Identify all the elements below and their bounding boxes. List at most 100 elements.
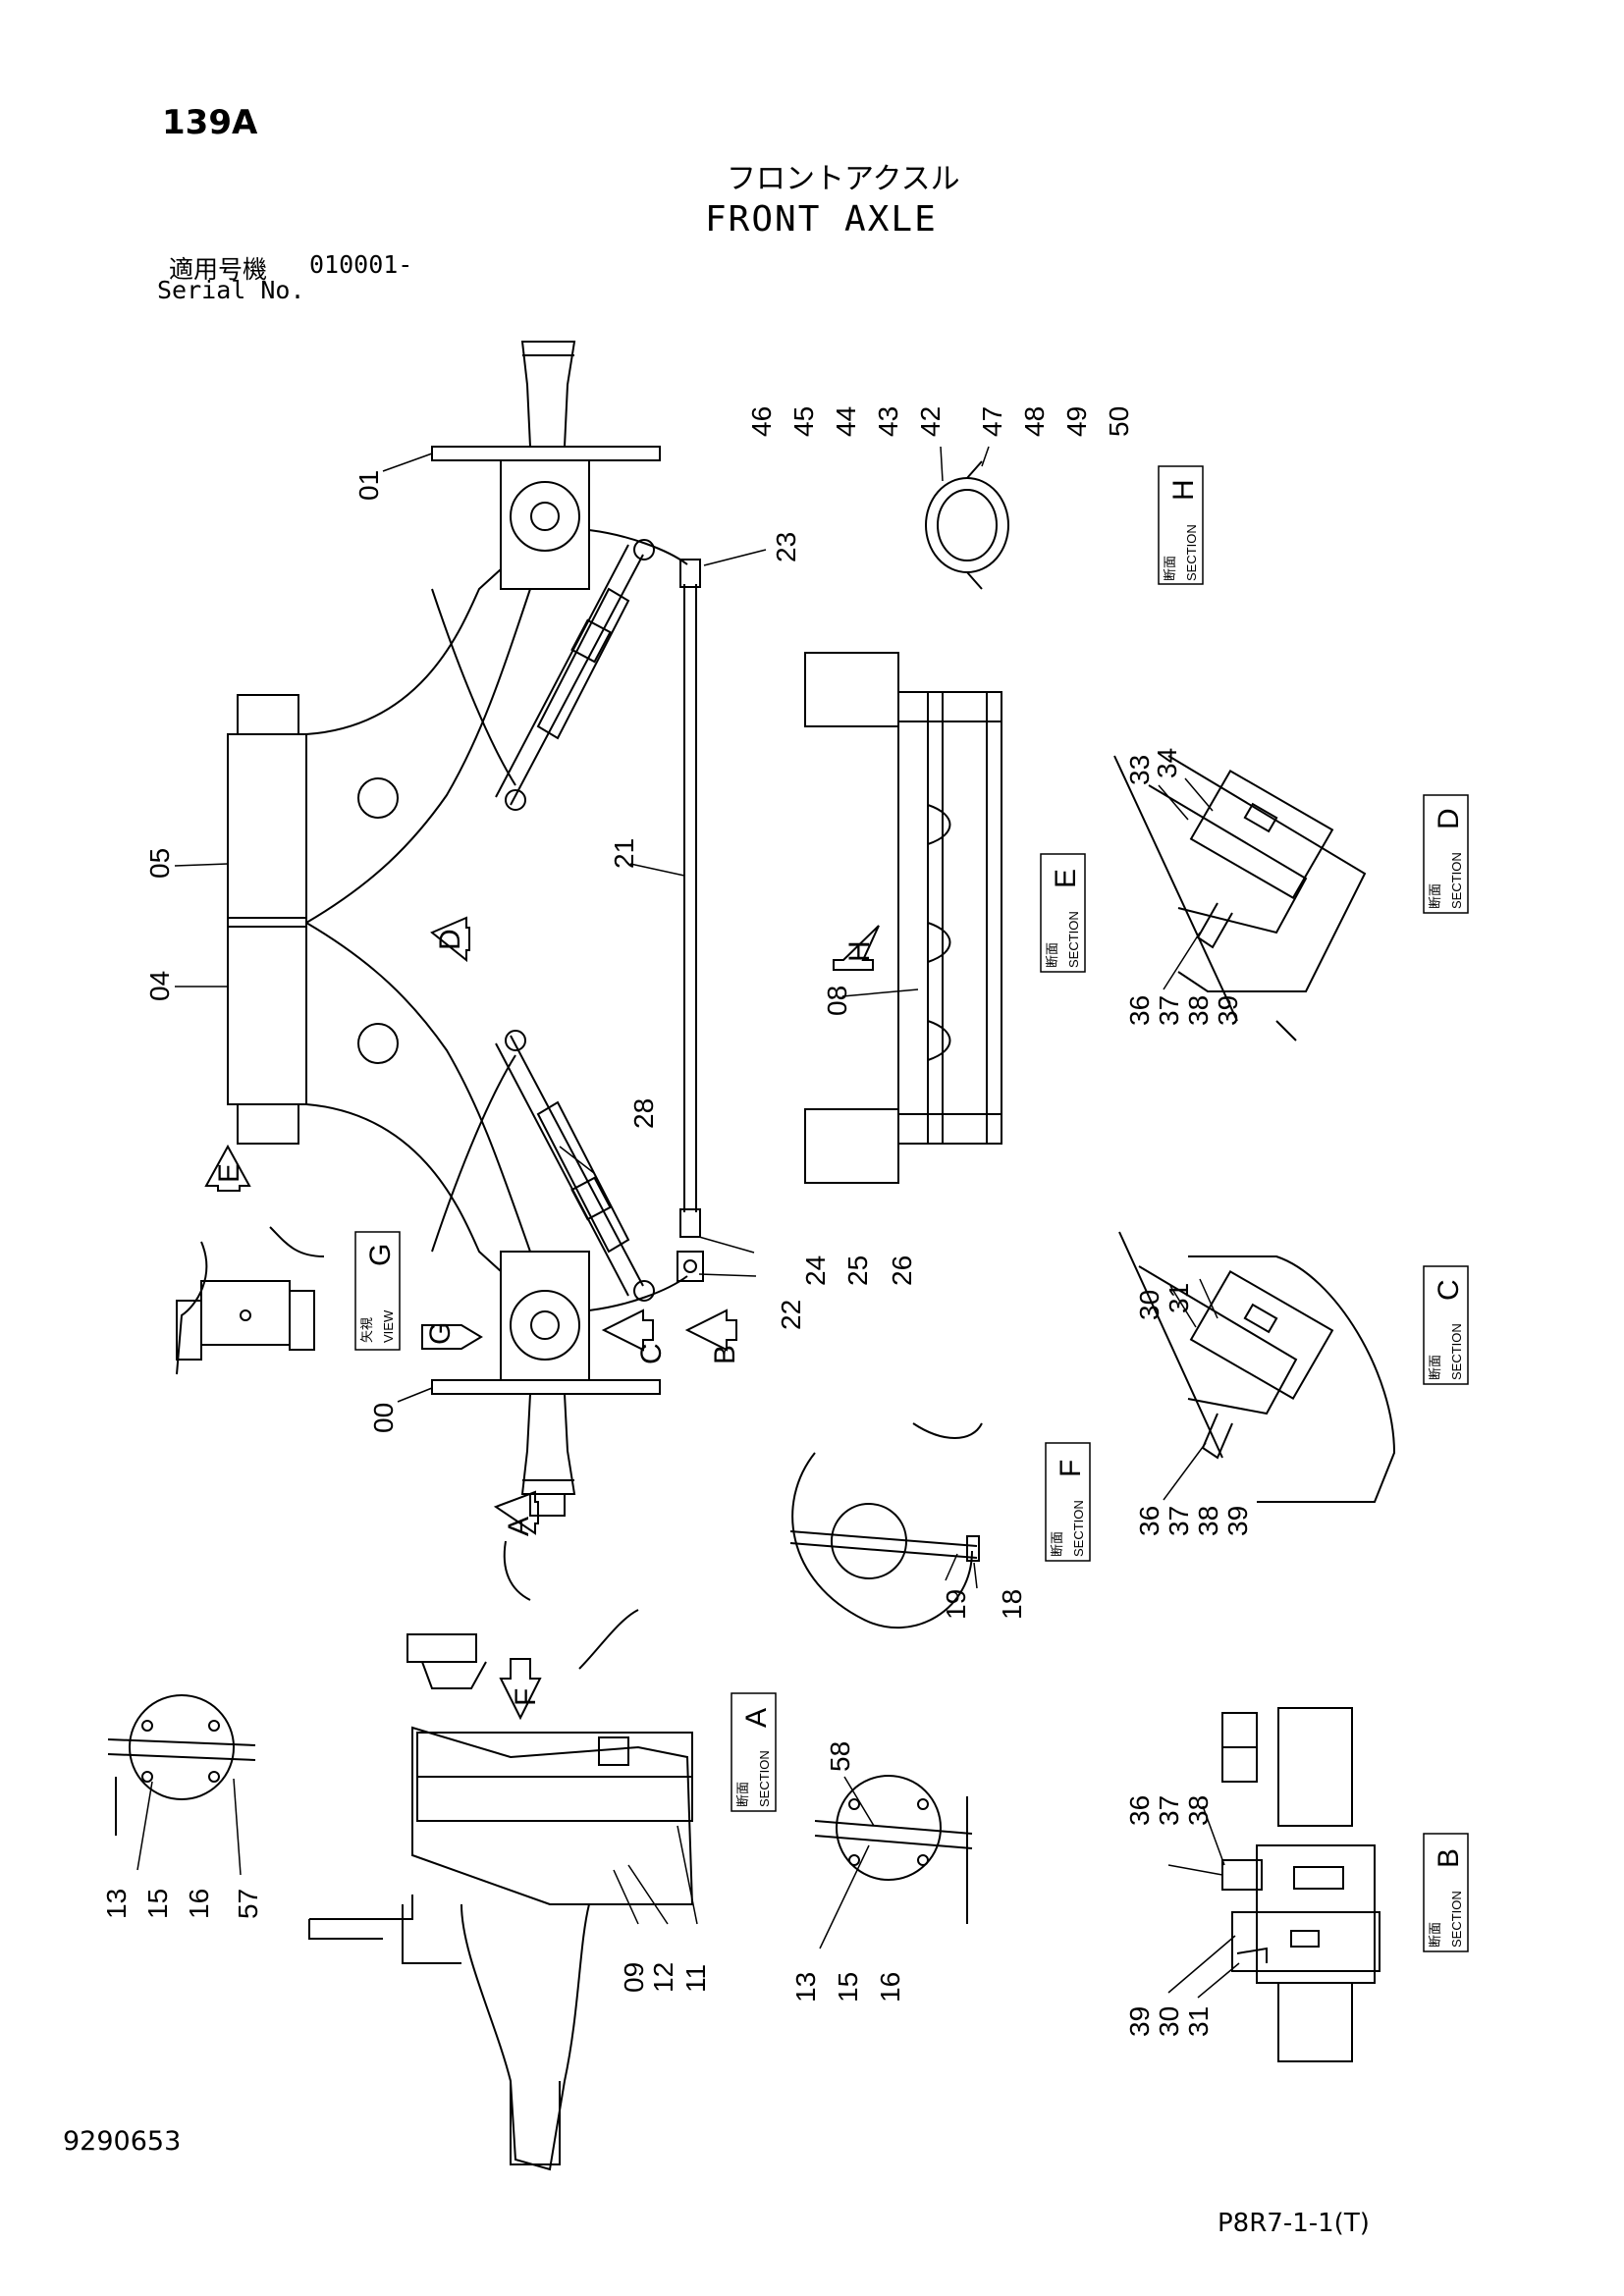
callout-15: 15 [833,1972,863,2002]
arrow-letter-e: E [213,1163,245,1183]
arrow-letters: D E G C B H A F [213,929,876,1706]
arrow-icon [499,1658,542,1721]
callout-36: 36 [1124,1795,1155,1826]
marker-boxes [354,465,1469,1952]
callout-48: 48 [1019,406,1050,437]
callout-23: 23 [771,532,801,562]
arrow-letter-d: D [434,929,466,950]
callout-46: 46 [746,406,777,437]
section-c-drawing [1118,1231,1396,1503]
section-d-drawing [1113,755,1367,1041]
callout-37: 37 [1164,1506,1194,1536]
section-f-en: SECTION [1071,1500,1086,1557]
arrow-icon [833,925,880,971]
section-c-en: SECTION [1449,1323,1464,1380]
callout-08: 08 [822,986,852,1016]
callout-38: 38 [1183,995,1214,1026]
view-g-jp: 矢視 [359,1317,374,1343]
callout-42: 42 [915,406,946,437]
section-a-jp: 断面 [735,1782,750,1807]
section-d-en: SECTION [1449,852,1464,909]
arrow-letter-b: B [709,1345,741,1364]
section-h-en: SECTION [1184,524,1199,581]
callout-13: 13 [790,1972,821,2002]
section-h-drawing [925,460,1009,590]
section-e-jp: 断面 [1045,942,1059,968]
callout-43: 43 [873,406,903,437]
arrow-letter-f: F [510,1688,542,1706]
callout-21: 21 [609,838,639,869]
section-a-cover-right [814,1775,973,1924]
arrow-icon [493,1490,539,1535]
drawing-number: 9290653 [63,2126,182,2157]
callout-18: 18 [997,1589,1027,1620]
section-a-drawing [308,1540,694,2171]
callout-38: 38 [1183,1795,1214,1826]
arrow-icon [684,1308,737,1352]
section-b-letter: B [1433,1848,1465,1868]
callout-58: 58 [825,1741,855,1772]
leader-lines [136,446,1240,1999]
callout-31: 31 [1164,1283,1194,1313]
callout-26: 26 [887,1255,917,1286]
callout-01: 01 [353,470,384,501]
callout-39: 39 [1124,2006,1155,2037]
serial-value: 010001- [309,250,413,279]
callout-05: 05 [144,848,175,879]
callout-15: 15 [142,1889,173,1919]
callout-38: 38 [1193,1506,1223,1536]
section-f-jp: 断面 [1050,1531,1064,1557]
section-e-en: SECTION [1066,911,1081,968]
callout-00: 00 [368,1403,399,1433]
title-japanese: フロントアクスル [727,162,960,196]
callout-16: 16 [184,1889,214,1919]
callout-50: 50 [1104,406,1134,437]
arrow-icon [204,1144,251,1192]
section-b-en: SECTION [1449,1891,1464,1948]
section-e-drawing [804,652,1002,1184]
callout-19: 19 [941,1589,971,1620]
callout-37: 37 [1154,1795,1184,1826]
callout-39: 39 [1213,995,1243,1026]
callout-34: 34 [1152,748,1182,778]
section-e-letter: E [1050,869,1082,888]
section-f-drawing [789,1422,983,1629]
view-g-letter: G [364,1244,397,1266]
callout-numbers: 01 00 05 04 21 28 23 22 24 25 26 08 46 4… [101,406,1253,2037]
section-b-drawing [1221,1707,1380,2062]
callout-28: 28 [628,1098,659,1129]
callout-47: 47 [977,406,1007,437]
callout-39: 39 [1222,1506,1253,1536]
callout-33: 33 [1124,755,1155,785]
callout-25: 25 [842,1255,873,1286]
serial-label-english: Serial No. [157,276,305,304]
arrow-letter-a: A [503,1517,535,1536]
callout-16: 16 [875,1972,905,2002]
callout-49: 49 [1061,406,1092,437]
section-d-letter: D [1433,808,1465,829]
section-a-letter: A [740,1708,773,1728]
callout-36: 36 [1124,995,1155,1026]
section-c-jp: 断面 [1428,1355,1442,1380]
section-a-cover-left [107,1694,256,1836]
view-g-drawing [176,1226,325,1375]
serial-label-japanese: 適用号機 [169,255,268,284]
callout-13: 13 [101,1889,132,1919]
callout-04: 04 [144,971,175,1001]
section-h-jp: 断面 [1163,556,1177,581]
arrow-icon [601,1308,654,1352]
title-english: FRONT AXLE [705,199,938,240]
callout-45: 45 [788,406,819,437]
arrow-letter-g: G [424,1322,457,1345]
callout-30: 30 [1134,1290,1164,1320]
callout-22: 22 [776,1300,806,1330]
section-h-letter: H [1167,479,1200,501]
callout-12: 12 [648,1962,678,1993]
callout-11: 11 [680,1964,711,1993]
callout-24: 24 [800,1255,831,1286]
callout-36: 36 [1134,1506,1164,1536]
marker-labels: H SECTION 断面 D SECTION 断面 E SECTION 断面 C… [359,479,1465,1948]
reference-code: P8R7-1-1(T) [1218,2209,1370,2238]
section-c-letter: C [1433,1279,1465,1301]
